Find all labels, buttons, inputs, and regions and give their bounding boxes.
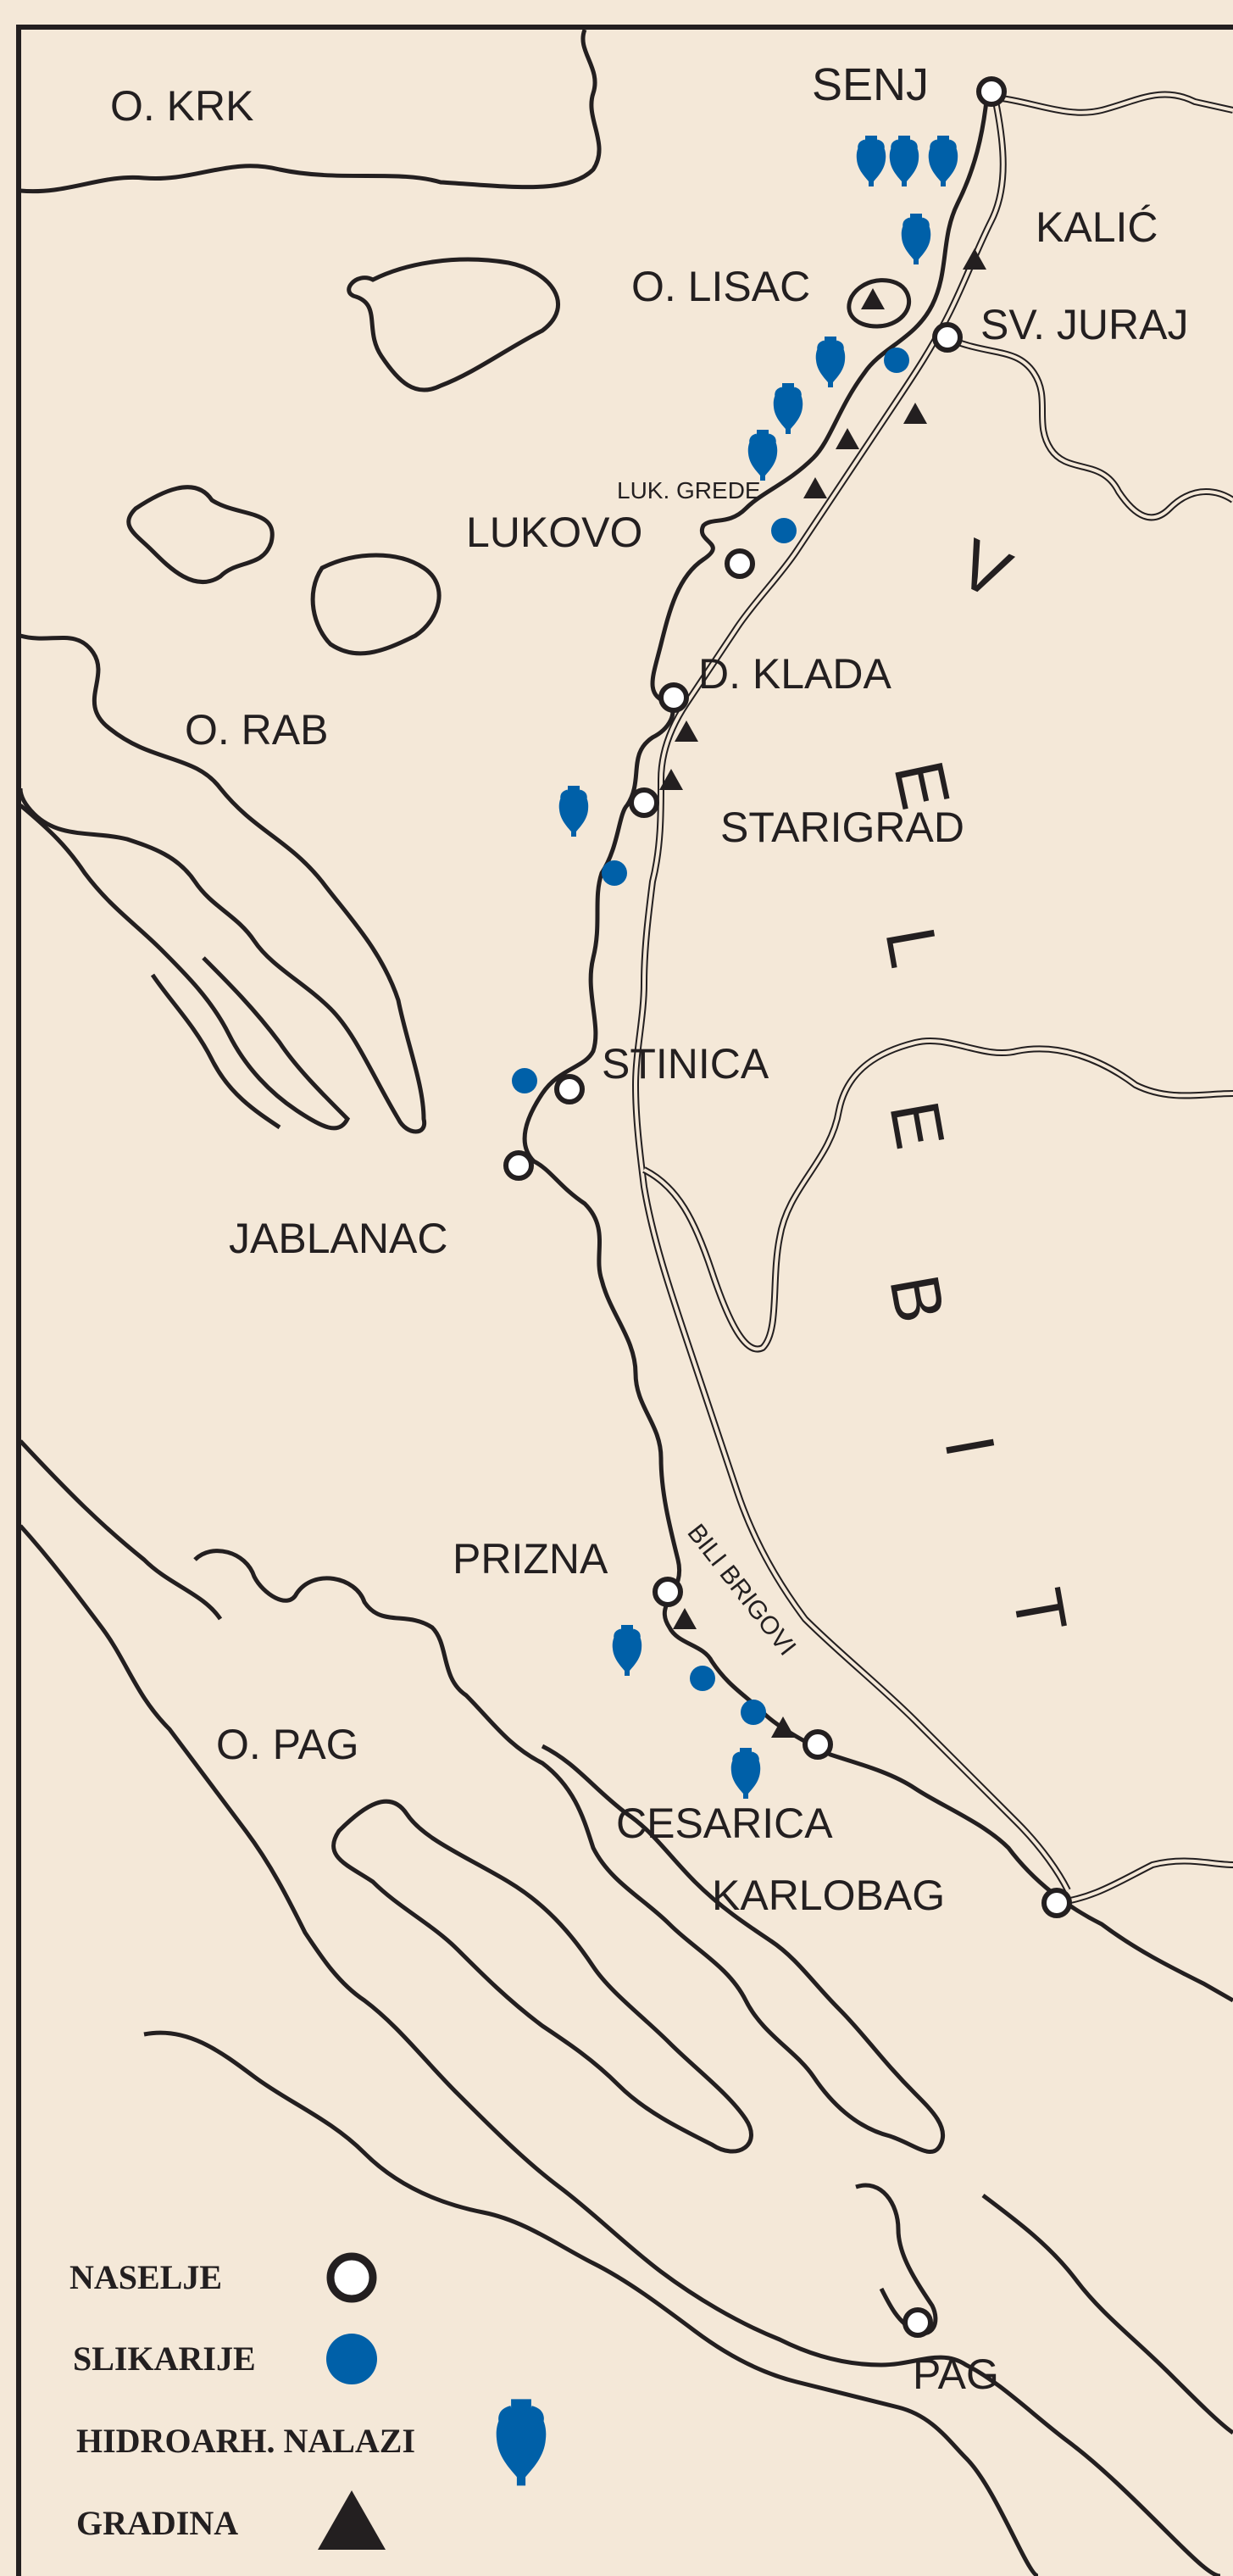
label-prizna: PRIZNA	[453, 1535, 608, 1583]
legend-label-naselje: NASELJE	[69, 2258, 222, 2296]
painting-dots	[512, 348, 909, 1725]
painting-dot	[741, 1700, 766, 1725]
painting-dot	[602, 860, 627, 886]
settlement-cesarica	[805, 1732, 830, 1757]
painting-dot	[512, 1068, 537, 1093]
legend-label-hidroarh: HIDROARH. NALAZI	[76, 2422, 415, 2460]
legend-label-gradina: GRADINA	[76, 2504, 238, 2542]
island-pag-coast	[193, 1549, 946, 2155]
label-d-klada: D. KLADA	[698, 650, 892, 698]
settlement-stinica	[557, 1077, 582, 1102]
island-krk-coast	[19, 29, 602, 194]
label-krk: O. KRK	[110, 82, 253, 130]
island-rab-arm	[150, 973, 281, 1130]
label-jablanac: JABLANAC	[229, 1215, 447, 1262]
island-pag-southwest	[19, 1524, 1221, 2576]
label-pag: PAG	[913, 2351, 999, 2398]
settlement-sv-juraj	[935, 325, 960, 350]
label-senj: SENJ	[812, 59, 929, 110]
settlement-starigrad	[631, 790, 657, 815]
label-sv-juraj: SV. JURAJ	[980, 301, 1188, 348]
road-svjuraj-east-inner	[948, 337, 1233, 520]
pag-south-coast	[981, 2194, 1233, 2435]
label-pag-island: O. PAG	[216, 1721, 359, 1768]
label-stinica: STINICA	[602, 1040, 769, 1088]
map-frame-border	[16, 25, 1233, 2576]
legend-label-slikarije: SLIKARIJE	[73, 2340, 256, 2378]
label-lisac: O. LISAC	[631, 263, 810, 310]
legend-amphora-icon	[496, 2399, 547, 2486]
legend-settlement-icon	[326, 2252, 377, 2303]
island-pag-south-inner	[143, 2030, 1039, 2576]
legend: NASELJE SLIKARIJE HIDROARH. NALAZI GRADI…	[69, 2252, 547, 2550]
label-karlobag: KARLOBAG	[712, 1872, 945, 1919]
label-starigrad: STARIGRAD	[720, 804, 964, 851]
island-rab-south	[19, 804, 351, 1131]
settlement-d-klada	[661, 685, 686, 710]
small-island-2	[310, 553, 442, 656]
label-lukovo: LUKOVO	[466, 509, 642, 556]
label-cesarica: CESARICA	[616, 1800, 833, 1847]
road-senj-east-inner	[995, 92, 1233, 114]
island-rab-coast	[18, 633, 427, 1134]
settlement-jablanac	[506, 1153, 531, 1178]
island-pag-north	[19, 1439, 223, 1621]
settlement-lukovo	[727, 551, 753, 576]
small-island-1	[126, 485, 275, 584]
painting-dot	[884, 348, 909, 373]
painting-dot	[690, 1666, 715, 1691]
island-pag-inner	[331, 1799, 753, 2154]
road-karlobag-east-inner	[1054, 1859, 1233, 1905]
settlement-senj	[979, 79, 1004, 104]
island-krk-inner	[347, 257, 560, 392]
legend-triangle-icon	[318, 2490, 386, 2550]
painting-dot	[771, 518, 797, 543]
label-luk-grede: LUK. GREDE	[617, 477, 761, 504]
road-stinica-east-inner	[643, 1038, 1233, 1351]
settlement-prizna	[655, 1579, 680, 1605]
label-rab: O. RAB	[185, 706, 328, 754]
legend-painting-icon	[326, 2334, 377, 2384]
island-lisac	[847, 278, 911, 329]
settlement-karlobag	[1044, 1890, 1069, 1916]
label-kalic: KALIĆ	[1036, 203, 1158, 251]
settlement-pag	[905, 2310, 930, 2335]
coastal-road-inner	[633, 101, 1069, 1891]
